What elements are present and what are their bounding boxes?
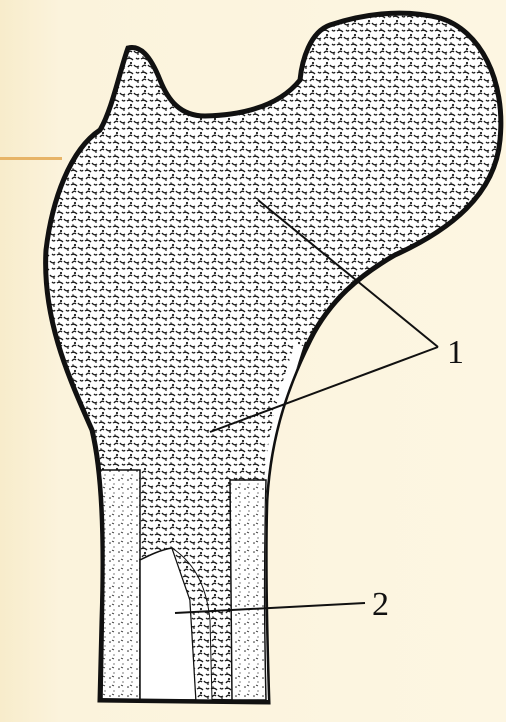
femur-body bbox=[46, 13, 501, 702]
callout-label-1: 1 bbox=[447, 336, 464, 370]
callout-label-2: 2 bbox=[372, 588, 389, 622]
